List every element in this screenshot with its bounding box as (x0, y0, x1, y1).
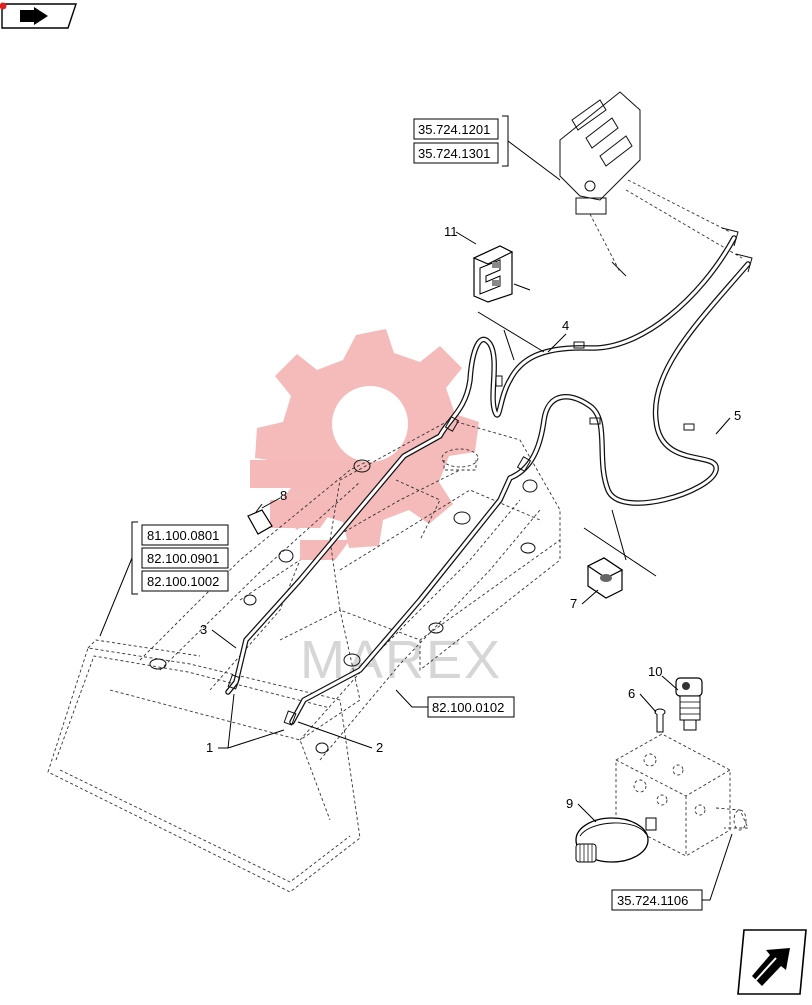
ref-box-82-100-0901[interactable] (141, 547, 229, 569)
ref-label-left-1[interactable]: 81.100.0801 (147, 528, 219, 543)
callout-8[interactable]: 8 (280, 488, 287, 503)
hose-5 (289, 261, 751, 725)
callout-2[interactable]: 2 (376, 740, 383, 755)
callout-4[interactable]: 4 (562, 318, 569, 333)
next-page-arrow-icon[interactable] (737, 929, 807, 995)
callout-5[interactable]: 5 (734, 408, 741, 423)
ref-box-81-100-0801[interactable] (141, 524, 229, 546)
callout-3[interactable]: 3 (200, 622, 207, 637)
ref-label-top-2[interactable]: 35.724.1301 (418, 146, 490, 161)
callout-6[interactable]: 6 (628, 686, 635, 701)
callouts: 11 4 5 8 7 3 1 2 10 6 9 (200, 224, 741, 823)
ref-label-loader[interactable]: 82.100.0102 (432, 700, 504, 715)
ref-label-left-3[interactable]: 82.100.1002 (147, 574, 219, 589)
watermark-gear-icon (250, 329, 479, 560)
loader-frame (47, 419, 561, 893)
control-valve (559, 91, 753, 277)
callout-11[interactable]: 11 (444, 224, 458, 239)
reference-group-top: 35.724.1201 35.724.1301 (413, 115, 561, 181)
reference-loader: 82.100.0102 (395, 689, 515, 718)
ref-label-left-2[interactable]: 82.100.0901 (147, 551, 219, 566)
hose-4 (225, 235, 737, 695)
watermark-text: MAREX (300, 630, 502, 690)
callout-7[interactable]: 7 (570, 596, 577, 611)
ref-box-82-100-1002[interactable] (141, 570, 229, 592)
reference-group-left: 81.100.0801 82.100.0901 82.100.1002 (99, 521, 229, 637)
clamp-part-7 (586, 557, 624, 599)
reference-valve: 35.724.1106 (611, 833, 733, 911)
ref-box-35-724-1201[interactable] (413, 118, 499, 140)
book-arrow-icon (0, 2, 77, 29)
callout-9[interactable]: 9 (566, 796, 573, 811)
bracket-part-8 (247, 503, 273, 535)
clamp-block-part-11 (472, 245, 514, 303)
accumulator-part-9 (575, 817, 657, 863)
ref-box-35-724-1301[interactable] (413, 142, 499, 164)
callout-10[interactable]: 10 (648, 664, 662, 679)
bolt-part-6 (654, 708, 666, 733)
callout-1[interactable]: 1 (206, 740, 213, 755)
ref-label-valve[interactable]: 35.724.1106 (617, 893, 688, 908)
sensor-part-10 (675, 677, 703, 731)
hose-fittings (227, 341, 695, 726)
ref-label-top-1[interactable]: 35.724.1201 (418, 122, 490, 137)
